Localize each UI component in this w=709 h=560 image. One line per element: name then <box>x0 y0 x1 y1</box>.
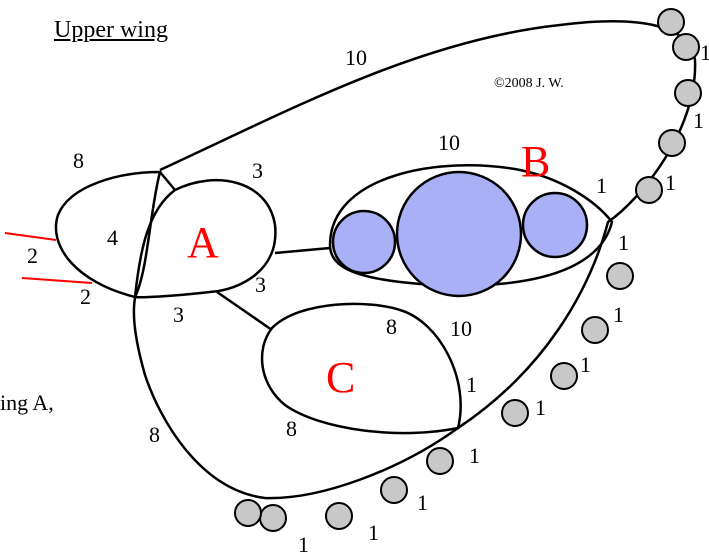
edge-a-c <box>216 290 273 332</box>
edge-stub-top <box>159 171 176 191</box>
edge-number: 1 <box>580 352 591 377</box>
edge-number: 1 <box>417 490 428 515</box>
red-line-lower <box>21 277 93 284</box>
bead <box>426 447 454 475</box>
bead <box>674 79 702 107</box>
cell-label-c: C <box>326 353 355 402</box>
outer-wing-boundary <box>132 20 697 500</box>
edge-number: 10 <box>345 45 367 70</box>
edge-number: 1 <box>665 170 676 195</box>
edge-number: 1 <box>368 520 379 545</box>
edge-c-outer <box>457 421 466 430</box>
bead <box>234 499 262 527</box>
diagram-title: Upper wing <box>54 17 168 43</box>
cell-a <box>133 178 277 299</box>
cell-b <box>328 164 614 287</box>
edge-number: 3 <box>255 272 266 297</box>
bead <box>657 8 685 36</box>
red-line-upper <box>4 232 57 241</box>
edge-number: 2 <box>80 284 91 309</box>
bead <box>259 504 287 532</box>
edge-number: 1 <box>700 40 709 65</box>
edge-number: 1 <box>596 173 607 198</box>
edge-number: 1 <box>613 302 624 327</box>
edge-a-b <box>274 246 331 255</box>
edge-number: 10 <box>450 316 472 341</box>
bead <box>550 362 578 390</box>
cell-label-b: B <box>521 137 550 186</box>
side-text-fragment: ing A, <box>0 390 54 415</box>
bead <box>635 176 663 204</box>
edge-number: 4 <box>107 225 118 250</box>
cell-c <box>260 302 462 435</box>
b-large-circle <box>395 170 523 298</box>
bead <box>672 33 700 61</box>
edge-number: 1 <box>298 532 309 555</box>
bead <box>658 129 686 157</box>
b-small-circle-left <box>331 209 397 275</box>
edge-number: 3 <box>173 302 184 327</box>
edge-number: 1 <box>693 108 704 133</box>
edge-number: 1 <box>469 443 480 468</box>
edge-number: 2 <box>27 243 38 268</box>
edge-number: 10 <box>438 130 460 155</box>
edge-number: 8 <box>286 416 297 441</box>
cell-label-a: A <box>187 218 219 267</box>
b-small-circle-right <box>521 191 589 259</box>
bead-chain <box>234 8 702 532</box>
edge-number: 8 <box>73 148 84 173</box>
edge-number: 1 <box>618 230 629 255</box>
edge-number: 3 <box>252 158 263 183</box>
bead <box>606 262 634 290</box>
bead <box>501 399 529 427</box>
edge-number: 1 <box>535 395 546 420</box>
copyright-notice: ©2008 J. W. <box>494 76 564 91</box>
bead <box>380 476 408 504</box>
left-region <box>54 170 162 299</box>
edge-number: 1 <box>466 372 477 397</box>
bead <box>581 316 609 344</box>
edge-number: 8 <box>149 422 160 447</box>
edge-number: 8 <box>386 314 397 339</box>
bead <box>325 502 353 530</box>
